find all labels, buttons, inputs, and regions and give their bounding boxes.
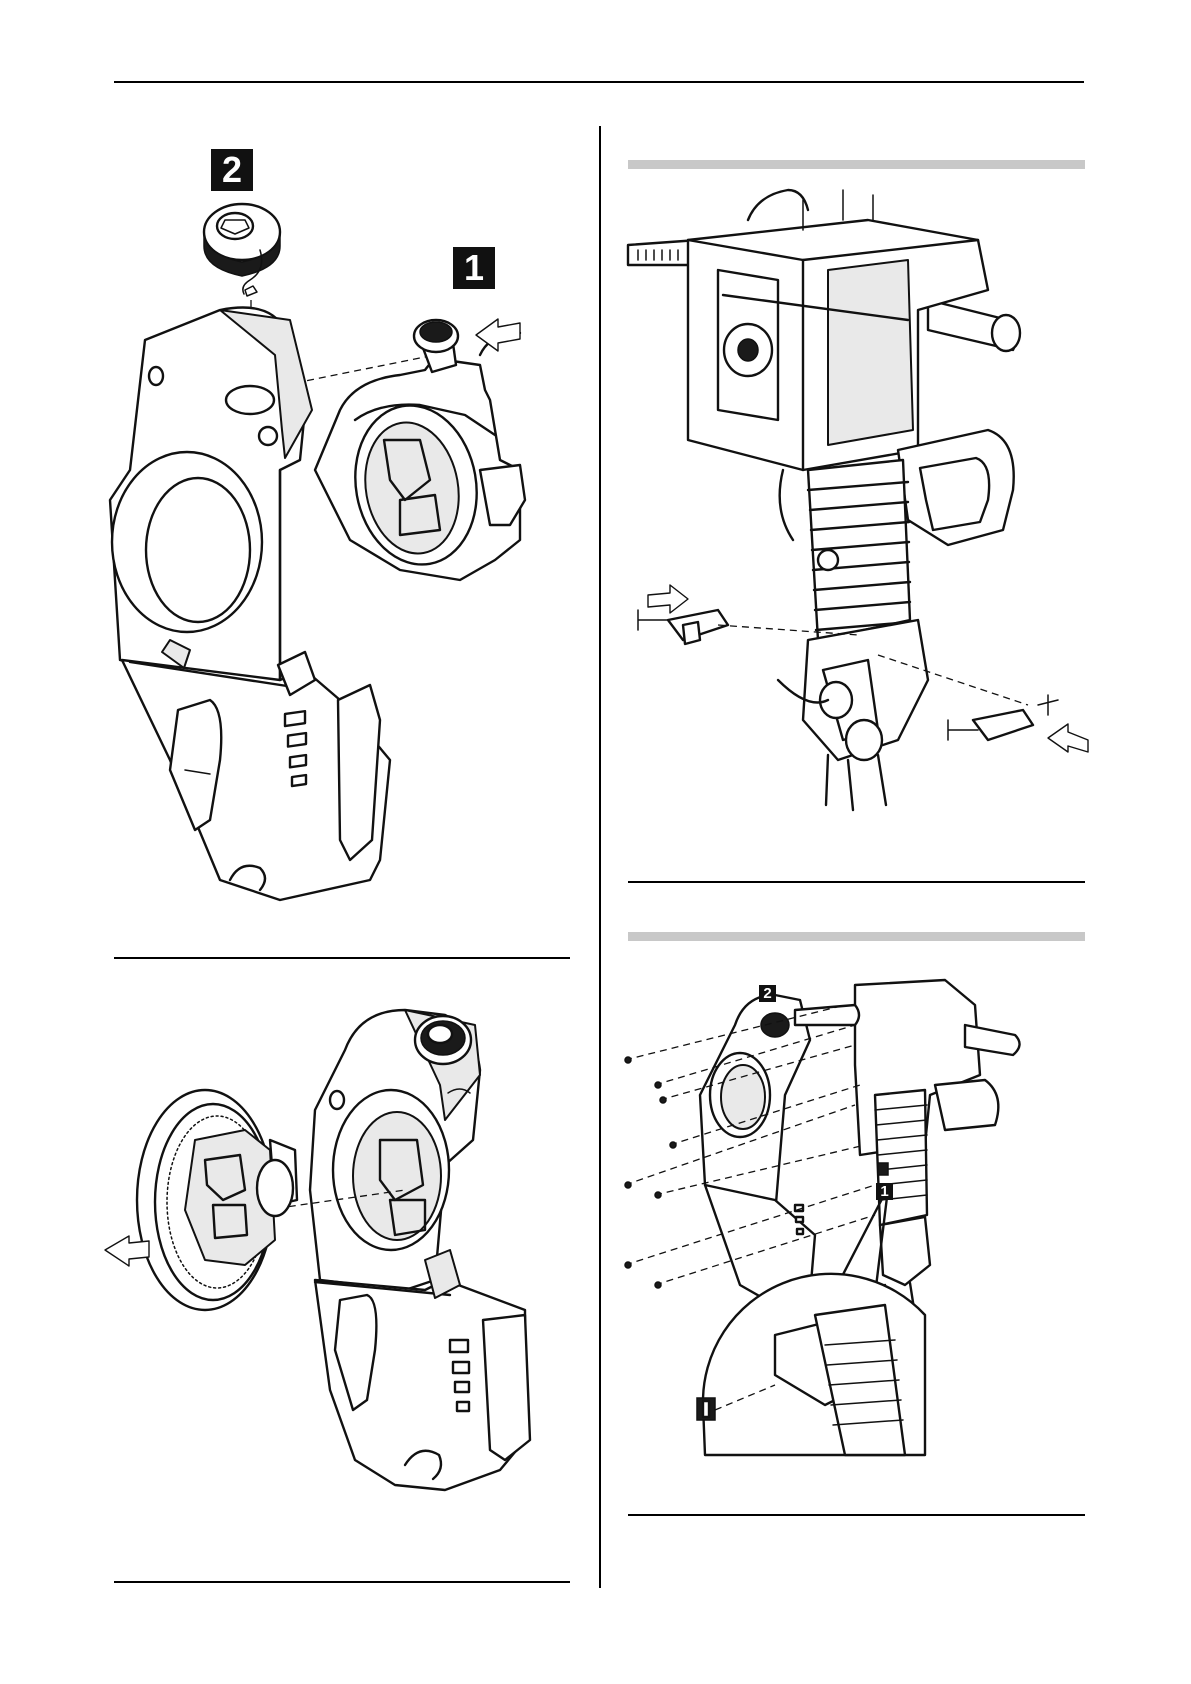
insert-arrow-icon xyxy=(476,319,520,351)
left-clip-icon xyxy=(638,610,728,644)
fuel-tank-illustration xyxy=(100,140,570,900)
right-clip-arrow-icon xyxy=(1048,724,1088,752)
engine-small-icon xyxy=(795,980,1020,1315)
figure3-bottom-rule xyxy=(628,881,1085,883)
callout-label-1: 1 xyxy=(453,247,495,289)
engine-frame-icon xyxy=(628,190,1020,810)
figure-recoil-starter xyxy=(105,990,575,1570)
figure4-bottom-rule xyxy=(628,1514,1085,1516)
callout-label-2-small: 2 xyxy=(759,985,776,1002)
right-clip-icon xyxy=(948,695,1058,740)
section-band-bottom xyxy=(628,932,1085,941)
callout-label-1-small: 1 xyxy=(876,1183,893,1200)
figure-housing-assembly xyxy=(625,985,1085,1455)
left-clip-arrow-icon xyxy=(648,585,688,613)
housing-assembly-illustration xyxy=(625,985,1085,1455)
fuel-cap-icon xyxy=(204,204,280,296)
header-rule xyxy=(114,81,1084,83)
starter-housing-icon xyxy=(310,1010,530,1490)
callout-label-2: 2 xyxy=(211,149,253,191)
fuel-tank-icon xyxy=(315,320,525,580)
breaker-engine-illustration xyxy=(628,200,1088,825)
section-band-top xyxy=(628,160,1085,169)
figure1-bottom-rule xyxy=(114,957,570,959)
figure2-bottom-rule xyxy=(114,1581,570,1583)
starter-disc-icon xyxy=(137,1090,297,1310)
figure-fuel-tank xyxy=(100,140,570,900)
column-separator xyxy=(599,126,601,1588)
recoil-starter-illustration xyxy=(105,990,575,1570)
figure-breaker-engine xyxy=(628,200,1088,825)
